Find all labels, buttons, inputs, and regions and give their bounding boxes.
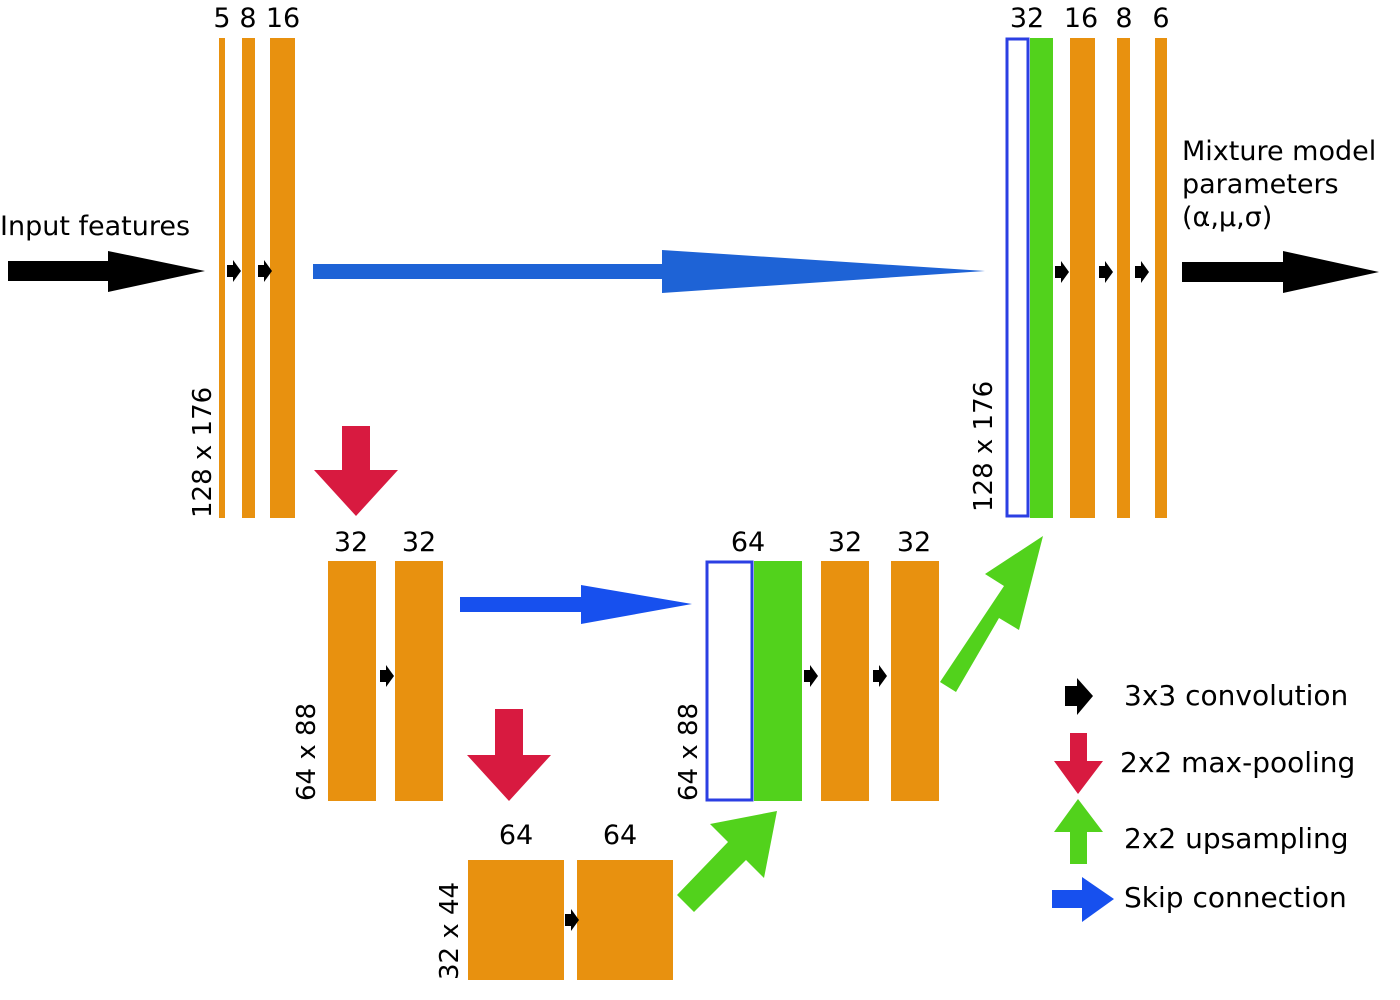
encoder-mid-size: 64 x 88 xyxy=(292,703,322,801)
conv-arrow-icon xyxy=(873,665,887,687)
legend-convolution-label: 3x3 convolution xyxy=(1124,679,1348,712)
encoder-mid-block-2 xyxy=(395,561,443,801)
decoder-mid-block-1 xyxy=(821,561,869,801)
decoder-mid-size: 64 x 88 xyxy=(674,703,704,801)
output-arrow-icon xyxy=(1182,251,1379,293)
decoder-top-block-8 xyxy=(1117,38,1130,518)
decoder-mid-channels-3: 32 xyxy=(897,527,931,558)
upsample-arrow-icon xyxy=(940,536,1043,692)
skip-connection-top-arrow xyxy=(313,250,985,293)
encoder-top-block-5 xyxy=(219,38,225,518)
encoder-top-channels-1: 5 xyxy=(213,3,230,34)
conv-arrow-icon xyxy=(804,665,818,687)
conv-arrow-icon xyxy=(1055,261,1069,283)
maxpool-arrow-icon xyxy=(467,709,551,801)
encoder-mid-channels-1: 32 xyxy=(334,527,368,558)
legend-maxpool-arrow-icon xyxy=(1054,733,1103,794)
bottleneck-size: 32 x 44 xyxy=(435,882,465,980)
maxpool-arrow-icon xyxy=(314,426,398,516)
decoder-mid-skip-block xyxy=(705,560,754,802)
output-label-line-1: Mixture model xyxy=(1182,136,1376,167)
decoder-mid-upsampled-block xyxy=(754,561,802,801)
decoder-top-channels-4: 6 xyxy=(1152,3,1169,34)
decoder-top-block-16 xyxy=(1070,38,1095,518)
decoder-mid-block-2 xyxy=(891,561,939,801)
input-arrow-icon xyxy=(8,251,205,292)
encoder-top-channels-2: 8 xyxy=(239,3,256,34)
conv-arrow-icon xyxy=(1135,261,1149,283)
encoder-top-block-16 xyxy=(270,38,295,518)
legend-conv-arrow-icon xyxy=(1065,678,1093,715)
legend-skip-label: Skip connection xyxy=(1124,881,1347,914)
decoder-top-size: 128 x 176 xyxy=(969,381,999,512)
legend-skip-arrow-icon xyxy=(1052,877,1114,922)
decoder-top-channels-3: 8 xyxy=(1115,3,1132,34)
encoder-top-size: 128 x 176 xyxy=(188,387,218,518)
decoder-top-upsampled-block xyxy=(1030,38,1053,518)
bottleneck-channels-1: 64 xyxy=(499,820,533,851)
legend-maxpool-label: 2x2 max-pooling xyxy=(1120,746,1355,779)
decoder-mid-channels-2: 32 xyxy=(828,527,862,558)
encoder-top-block-8 xyxy=(242,38,255,518)
upsample-arrow-icon xyxy=(677,811,777,912)
conv-arrow-icon xyxy=(258,260,272,282)
decoder-mid-channels-1: 64 xyxy=(731,527,765,558)
input-label: Input features xyxy=(0,211,190,242)
bottleneck-block-1 xyxy=(468,860,564,980)
conv-arrow-icon xyxy=(565,909,579,931)
output-label-line-3: (α,μ,σ) xyxy=(1182,202,1272,233)
encoder-mid-channels-2: 32 xyxy=(402,527,436,558)
bottleneck-block-2 xyxy=(577,860,673,980)
skip-connection-mid-arrow xyxy=(460,585,692,624)
conv-arrow-icon xyxy=(227,260,241,282)
decoder-top-block-6 xyxy=(1155,38,1167,518)
conv-arrow-icon xyxy=(1099,261,1113,283)
output-label-line-2: parameters xyxy=(1182,169,1339,200)
legend-upsample-label: 2x2 upsampling xyxy=(1124,822,1349,855)
decoder-top-channels-1: 32 xyxy=(1010,3,1044,34)
decoder-top-channels-2: 16 xyxy=(1064,3,1098,34)
legend: 3x3 convolution 2x2 max-pooling 2x2 upsa… xyxy=(1052,678,1355,922)
encoder-mid-block-1 xyxy=(328,561,376,801)
decoder-top-skip-block xyxy=(1005,37,1030,518)
legend-upsample-arrow-icon xyxy=(1054,799,1103,864)
bottleneck-channels-2: 64 xyxy=(603,820,637,851)
encoder-top-channels-3: 16 xyxy=(266,3,300,34)
conv-arrow-icon xyxy=(380,665,394,687)
